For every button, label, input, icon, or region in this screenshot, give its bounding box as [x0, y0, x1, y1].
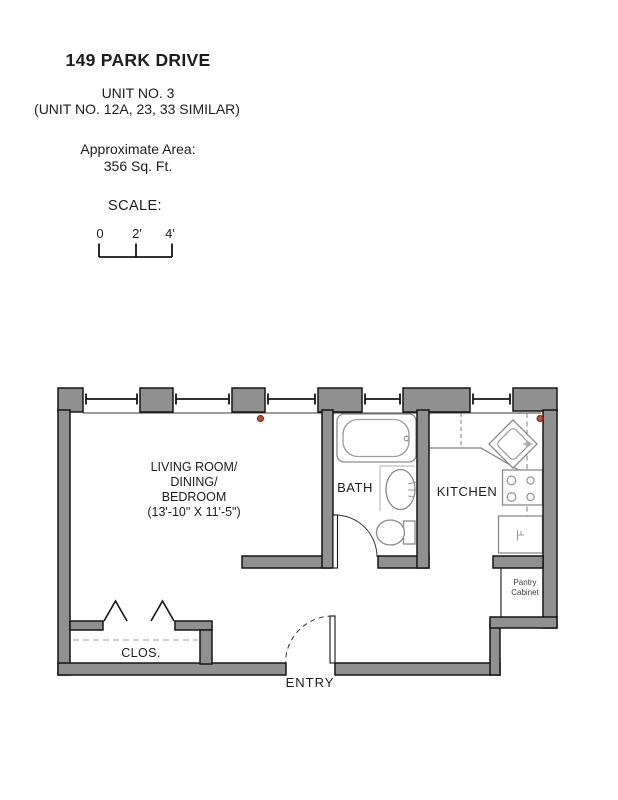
se-step-wall-horizontal [489, 616, 558, 629]
bath-sink-icon [385, 468, 417, 511]
corner-sink-icon [488, 419, 538, 469]
se-step-wall-vertical [489, 620, 501, 676]
wall-column [231, 387, 266, 413]
bath-door-icon [332, 514, 378, 569]
scale-tick-2: 2' [132, 226, 142, 241]
plan-title: 149 PARK DRIVE [65, 50, 211, 70]
south-wall-right [334, 662, 501, 676]
room-label-closet: CLOS. [121, 646, 161, 660]
area-label: Approximate Area: [80, 141, 196, 157]
closet-wall-right [199, 629, 213, 665]
scale-bar [98, 243, 173, 258]
wall-column [402, 387, 471, 413]
bath-west-wall [321, 409, 334, 569]
vanity-edge [379, 465, 415, 511]
room-label-living-2: DINING/ [170, 475, 218, 489]
closet-wall-top-right [174, 620, 213, 631]
fridge-icon [497, 515, 544, 554]
area-value: 356 Sq. Ft. [103, 158, 173, 174]
wall-column [57, 387, 84, 413]
living-south-wall [241, 555, 331, 569]
similar-units-note: (UNIT NO. 12A, 23, 33 SIMILAR) [34, 101, 240, 117]
wall-column [139, 387, 174, 413]
room-label-living-3: BEDROOM [161, 490, 227, 504]
kitchen-south-wall [492, 555, 544, 569]
room-label-bath: BATH [337, 480, 373, 495]
scale-tick-4: 4' [165, 226, 175, 241]
bath-kitchen-divider-wall [416, 409, 430, 569]
west-wall [57, 409, 71, 676]
wall-column [317, 387, 363, 413]
room-label-living-1: LIVING ROOM/ [150, 460, 238, 474]
room-label-entry: ENTRY [285, 675, 335, 690]
south-wall-left [57, 662, 287, 676]
east-wall [542, 409, 558, 629]
pantry-label-2: Cabinet [511, 588, 539, 597]
scale-tick-0: 0 [96, 226, 104, 241]
bathtub-icon [336, 413, 417, 463]
stove-icon [501, 469, 544, 506]
pantry-label-1: Pantry [513, 578, 537, 587]
unit-number: UNIT NO. 3 [101, 85, 175, 101]
red-marker-icon [257, 415, 264, 422]
window-icon [85, 393, 511, 405]
entry-door-icon [285, 615, 336, 664]
bifold-door-icon [103, 599, 175, 622]
room-label-kitchen: KITCHEN [436, 484, 498, 499]
wall-column [512, 387, 558, 412]
toilet-icon [375, 519, 416, 546]
room-dimensions-living: (13'-10" X 11'-5") [147, 505, 241, 519]
scale-label: SCALE: [108, 198, 162, 214]
red-marker-icon [536, 415, 544, 422]
closet-wall-top-left [69, 620, 104, 631]
walls [57, 387, 558, 676]
